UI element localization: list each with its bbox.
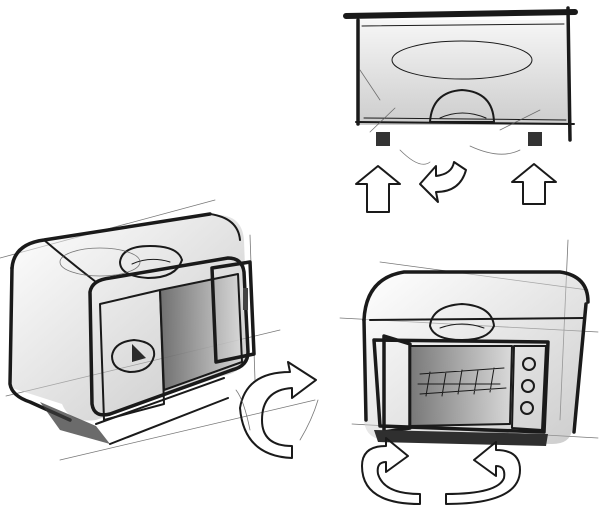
knob-indicator bbox=[132, 344, 146, 362]
handle-icon bbox=[429, 89, 495, 123]
top-recess-contour bbox=[59, 247, 141, 277]
three-quarter-view bbox=[0, 199, 319, 461]
front-elevation-view bbox=[343, 6, 578, 213]
open-door-panel bbox=[210, 260, 256, 364]
oven-top-front-edge bbox=[369, 317, 585, 321]
handle-icon bbox=[429, 303, 495, 341]
airflow-lines bbox=[399, 145, 521, 165]
curved-arrow-right-icon bbox=[445, 441, 521, 505]
oven-base bbox=[374, 430, 548, 446]
curved-arrow-icon bbox=[239, 361, 317, 459]
oven-cavity-outline bbox=[409, 345, 513, 427]
oven-left-edge bbox=[8, 266, 72, 422]
door-glass bbox=[99, 289, 165, 421]
curved-arrow-left-icon bbox=[361, 437, 421, 505]
handle-grip bbox=[131, 258, 171, 265]
up-arrow-right-icon bbox=[511, 163, 557, 205]
oven-top-edge bbox=[362, 270, 590, 322]
control-panel bbox=[511, 345, 547, 431]
foot-right-icon bbox=[528, 132, 542, 146]
oven-top-edge bbox=[343, 9, 578, 19]
oven-side-edges bbox=[362, 302, 588, 434]
sketch-hatch bbox=[359, 69, 541, 133]
curved-arrow-center-icon bbox=[419, 161, 467, 203]
oven-rack-icon bbox=[417, 367, 507, 397]
oven-front-face bbox=[88, 256, 250, 417]
oven-top-contour bbox=[43, 213, 241, 283]
oven-right-edge bbox=[566, 6, 572, 142]
door-latch-icon bbox=[243, 288, 248, 310]
handle-icon bbox=[119, 245, 183, 279]
oven-base-shadow bbox=[40, 402, 110, 444]
oven-body-shade bbox=[358, 20, 570, 125]
front-perspective-view bbox=[339, 239, 599, 505]
control-knob-icon bbox=[111, 339, 156, 373]
oven-cavity bbox=[410, 346, 512, 426]
viewing-window bbox=[391, 40, 533, 80]
up-arrow-left-icon bbox=[355, 165, 401, 213]
knob-2-icon bbox=[521, 379, 535, 393]
knob-3-icon bbox=[520, 401, 534, 415]
oven-inner-contour bbox=[361, 23, 567, 121]
open-door-panel bbox=[382, 334, 412, 434]
knob-1-icon bbox=[522, 357, 536, 371]
airflow-lines bbox=[235, 389, 319, 441]
oven-front-opening bbox=[372, 338, 550, 434]
handle-grip bbox=[439, 112, 487, 119]
oven-base-edge bbox=[95, 377, 229, 445]
handle-grip bbox=[439, 323, 485, 329]
foot-left-icon bbox=[376, 132, 390, 146]
